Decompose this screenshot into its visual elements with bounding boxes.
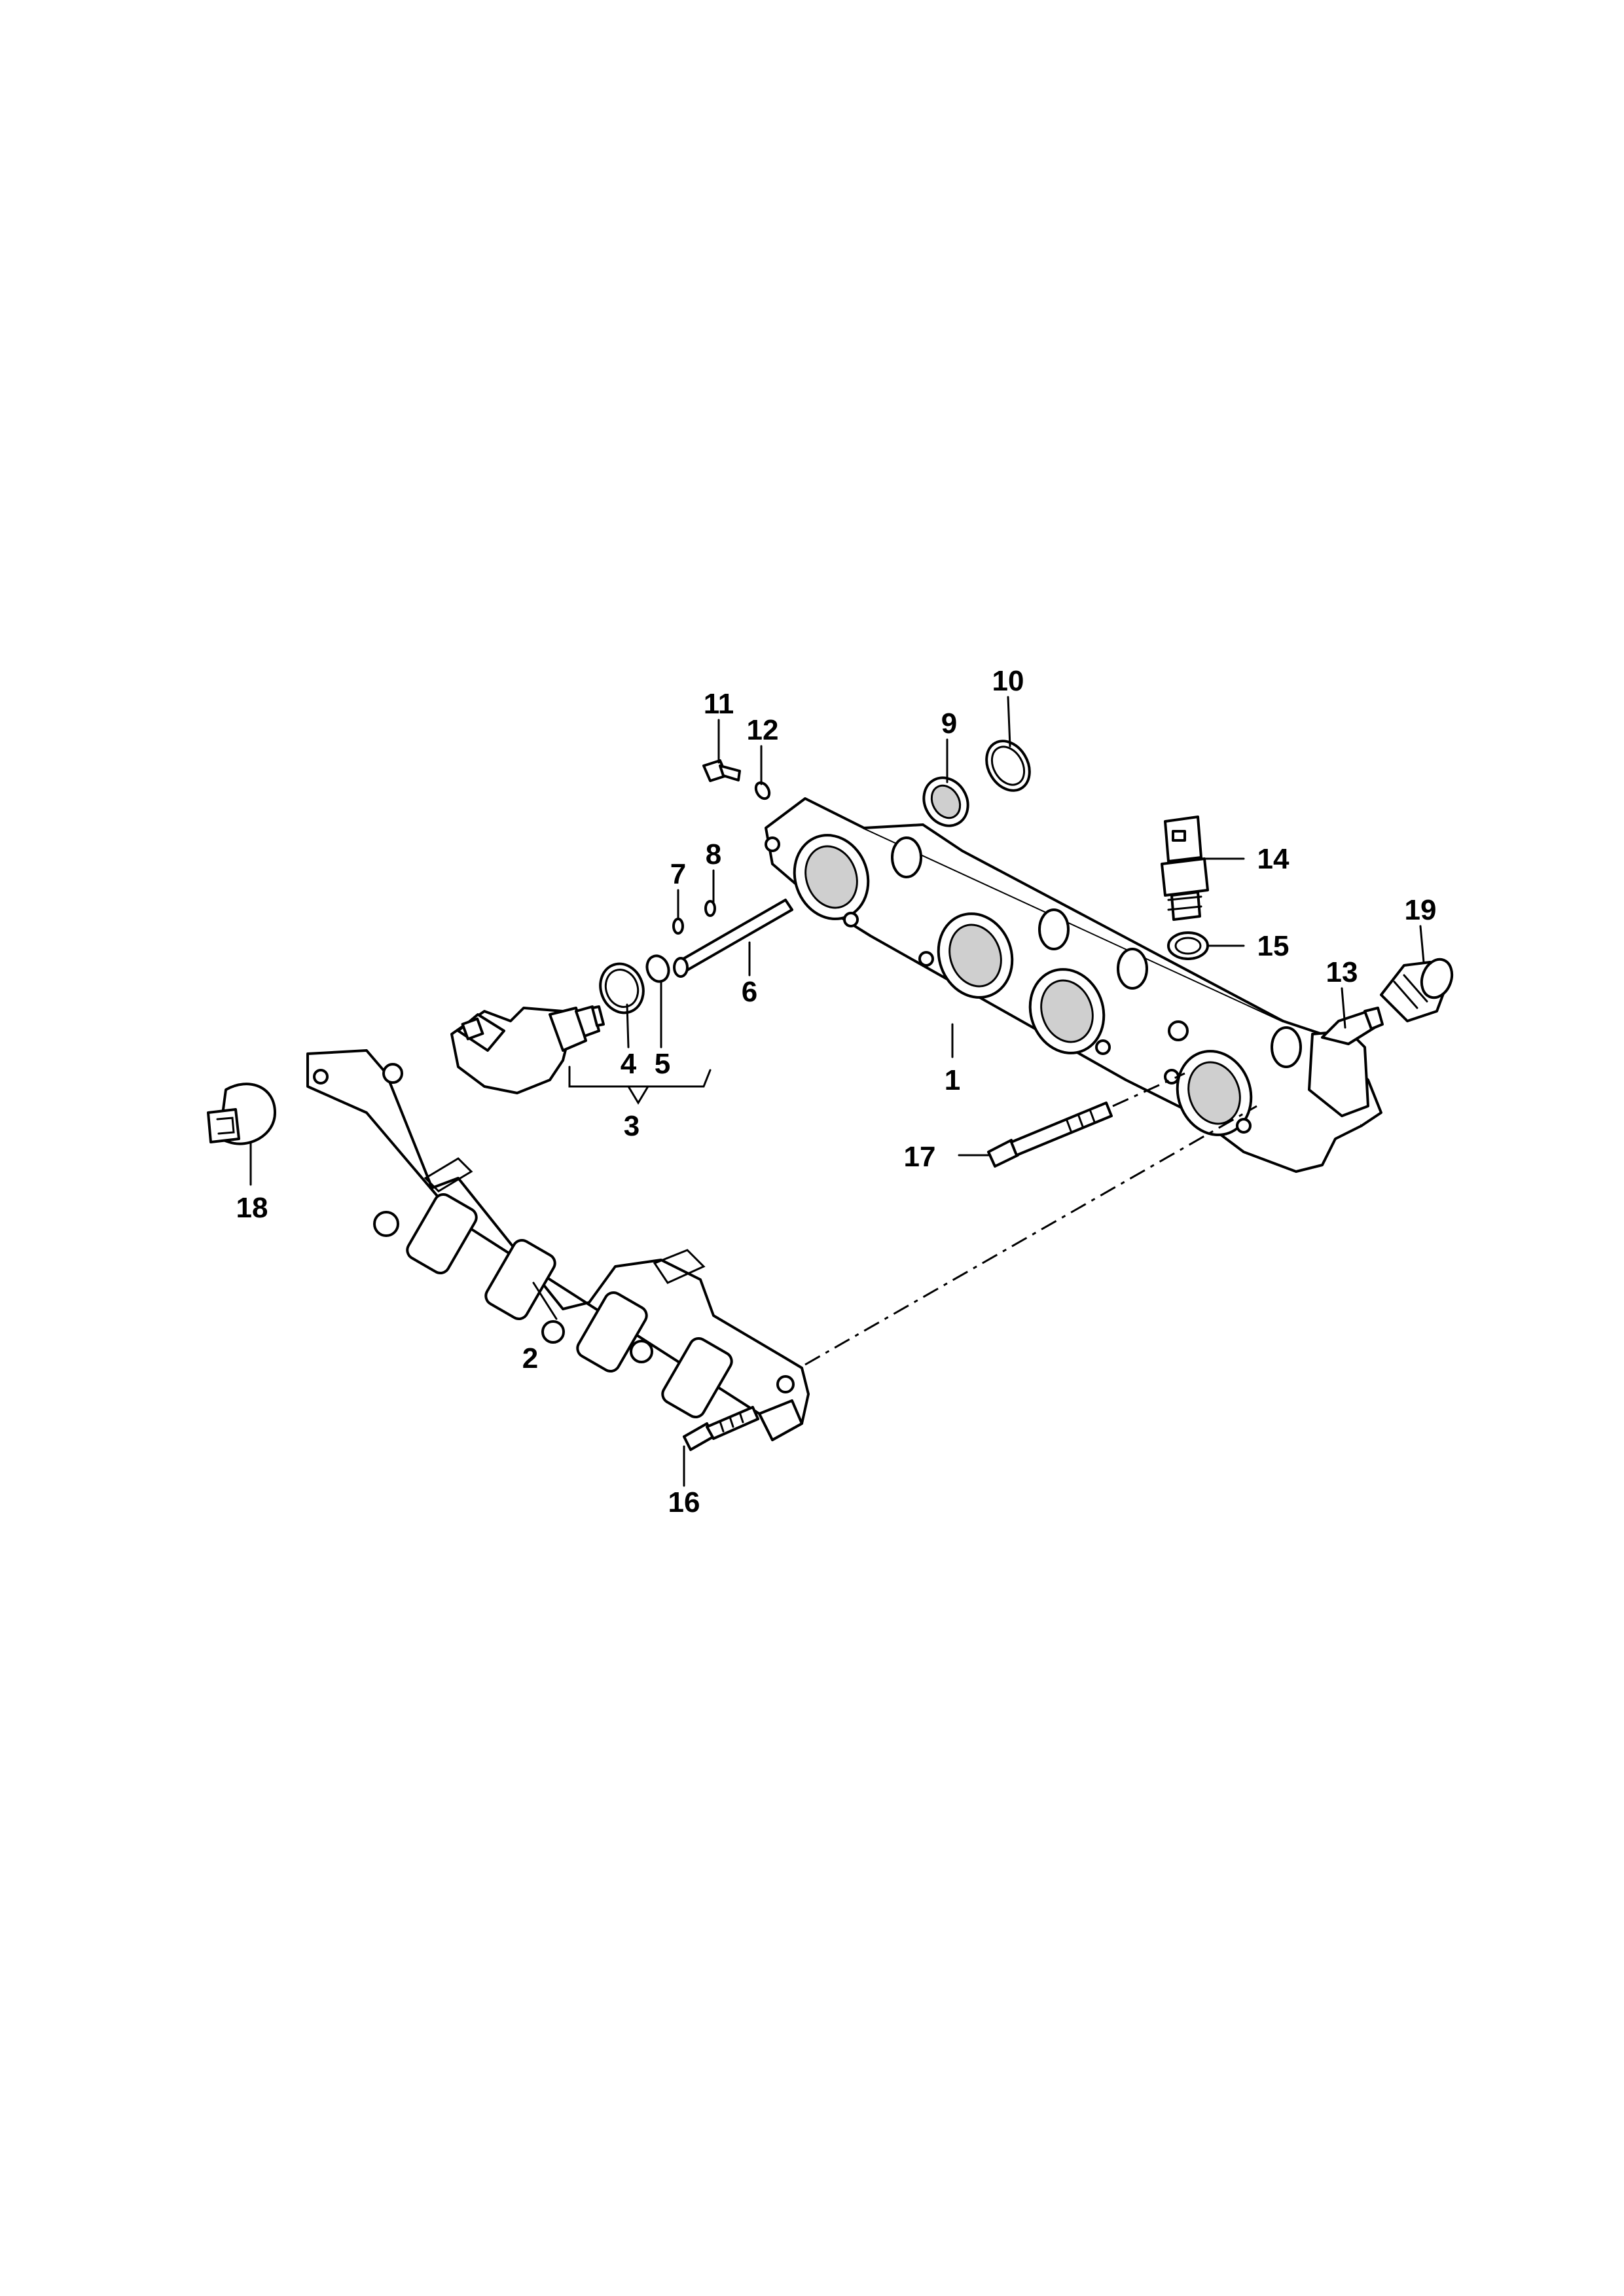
part-14-sensor (1161, 816, 1209, 921)
callout-4: 4 (621, 1048, 637, 1080)
part-16-bolt (683, 1406, 759, 1451)
callout-8: 8 (706, 838, 721, 870)
part-15-washer (1167, 931, 1209, 960)
part-4-oring-inner (604, 969, 640, 1008)
part-4-oring (599, 962, 645, 1014)
part-11-screw (702, 759, 741, 782)
callout-labels: 1 2 3 4 5 6 7 8 9 10 11 12 13 14 15 16 1… (236, 665, 1437, 1518)
callout-9: 9 (941, 708, 957, 740)
part-10-oring (985, 740, 1031, 792)
callout-14: 14 (1257, 843, 1290, 875)
part-5-seal (645, 954, 670, 983)
callout-11: 11 (704, 688, 734, 720)
part-15-washer-inner (1174, 937, 1202, 955)
callout-19: 19 (1405, 894, 1437, 926)
callout-7: 7 (670, 858, 686, 890)
part-18-clip (207, 1083, 276, 1145)
callout-3: 3 (624, 1110, 640, 1142)
part-3-bracket (568, 1066, 712, 1105)
callout-18: 18 (236, 1192, 268, 1224)
part-2-gasket (306, 1049, 810, 1441)
callout-15: 15 (1257, 930, 1290, 962)
leader-lines (249, 696, 1425, 1487)
callout-1: 1 (945, 1064, 960, 1096)
callout-16: 16 (668, 1486, 700, 1518)
callout-6: 6 (742, 976, 757, 1008)
callout-17: 17 (904, 1141, 936, 1173)
part-3-injector (450, 1005, 605, 1094)
assembly-axis-line-2 (1112, 1072, 1185, 1107)
part-19-cap (1380, 958, 1454, 1022)
callout-13: 13 (1326, 956, 1358, 988)
assembly-axis-line (804, 1105, 1257, 1366)
part-12-washer (754, 781, 771, 800)
part-7-oring (672, 918, 684, 935)
part-8-oring (704, 900, 716, 917)
part-6-rod (673, 899, 793, 978)
part-17-bolt (987, 1102, 1113, 1168)
part-10-oring-inner (990, 745, 1026, 786)
part-13-sensor (1308, 1007, 1384, 1117)
part-1-manifold (765, 797, 1382, 1173)
part-9-collar (922, 776, 969, 827)
callout-10: 10 (992, 665, 1024, 697)
callout-12: 12 (747, 714, 779, 746)
callout-5: 5 (655, 1048, 670, 1080)
callout-2: 2 (522, 1342, 538, 1374)
